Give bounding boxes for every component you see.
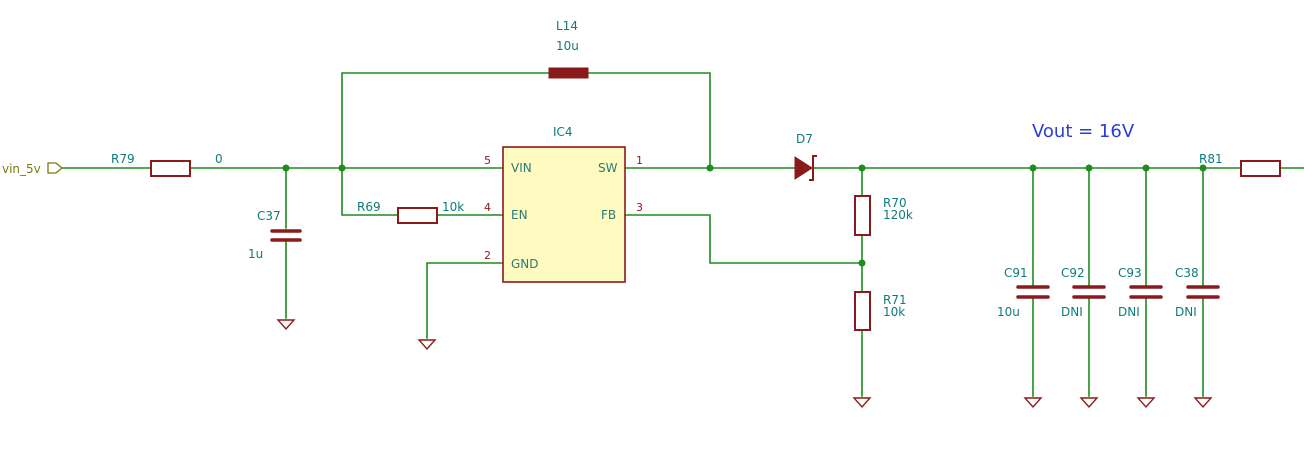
junction-dot	[706, 164, 714, 172]
r71-ref: R71	[883, 293, 907, 307]
c91-ref: C91	[1004, 266, 1028, 280]
resistor-r79[interactable]: R79 0	[111, 152, 223, 177]
junction-dot	[858, 259, 866, 267]
inductor-body	[548, 67, 589, 79]
diode-cathode	[809, 155, 817, 181]
resistor-r69[interactable]: R69 10k	[357, 200, 464, 224]
r69-ref: R69	[357, 200, 381, 214]
ground-icon	[1136, 397, 1156, 409]
ic-ref: IC4	[553, 125, 573, 139]
junction-dot	[282, 164, 290, 172]
c38-value: DNI	[1175, 305, 1197, 319]
ground-icon	[1193, 397, 1213, 409]
pin-number-vin: 5	[484, 154, 491, 167]
resistor-body	[854, 291, 871, 331]
junctions	[282, 164, 1207, 267]
junction-dot	[858, 164, 866, 172]
c38-ref: C38	[1175, 266, 1199, 280]
input-flag-icon	[47, 162, 64, 174]
wire-to-r69	[341, 167, 399, 216]
r71-value: 10k	[883, 305, 905, 319]
junction-dot	[1199, 164, 1207, 172]
junction-dot	[338, 164, 346, 172]
pin-number-en: 4	[484, 201, 491, 214]
resistor-body	[1240, 160, 1281, 177]
resistor-r81[interactable]: R81	[1199, 152, 1281, 177]
capacitor-c93[interactable]: C93 DNI	[1118, 266, 1163, 319]
c37-ref: C37	[257, 209, 281, 223]
r79-value: 0	[215, 152, 223, 166]
c93-ref: C93	[1118, 266, 1142, 280]
resistor-body	[150, 160, 191, 177]
pin-name-vin: VIN	[511, 161, 532, 175]
pin-number-fb: 3	[636, 201, 643, 214]
wire-from-l14-right	[587, 72, 711, 169]
ground-icon	[852, 397, 872, 409]
ground-icon	[276, 319, 296, 331]
ground-icon	[417, 339, 437, 351]
output-voltage-note: Vout = 16V	[1032, 121, 1135, 142]
junction-dot	[1029, 164, 1037, 172]
resistor-r70[interactable]: R70 120k	[854, 195, 913, 236]
wire-to-l14-left	[341, 72, 549, 169]
wire-ic-gnd	[426, 262, 504, 339]
diode-d7[interactable]: D7	[794, 132, 817, 181]
ic-ic4[interactable]: IC4 VIN EN GND SW FB 5 4 2 1 3	[484, 125, 643, 283]
junction-dot	[1142, 164, 1150, 172]
capacitor-c92[interactable]: C92 DNI	[1061, 266, 1106, 319]
junction-dot	[1085, 164, 1093, 172]
wires	[61, 72, 1304, 397]
capacitor-c37[interactable]: C37 1u	[248, 209, 302, 261]
net-label-vin: vin_5v	[2, 162, 64, 176]
c91-value: 10u	[997, 305, 1020, 319]
r69-value: 10k	[442, 200, 464, 214]
l14-ref: L14	[556, 19, 578, 33]
pin-name-sw: SW	[598, 161, 618, 175]
l14-value: 10u	[556, 39, 579, 53]
pin-number-gnd: 2	[484, 249, 491, 262]
r81-ref: R81	[1199, 152, 1223, 166]
ground-icon	[1079, 397, 1099, 409]
net-label-text: vin_5v	[2, 162, 41, 176]
c93-value: DNI	[1118, 305, 1140, 319]
resistor-body	[854, 195, 871, 236]
c92-ref: C92	[1061, 266, 1085, 280]
wire-fb	[624, 214, 863, 264]
d7-ref: D7	[796, 132, 813, 146]
ic-body	[502, 146, 626, 283]
r70-ref: R70	[883, 196, 907, 210]
pin-name-gnd: GND	[511, 257, 539, 271]
diode-triangle-icon	[794, 156, 813, 180]
r79-ref: R79	[111, 152, 135, 166]
c37-value: 1u	[248, 247, 263, 261]
ground-symbols	[276, 319, 1213, 409]
ground-icon	[1023, 397, 1043, 409]
c92-value: DNI	[1061, 305, 1083, 319]
capacitor-c38[interactable]: C38 DNI	[1175, 266, 1220, 319]
resistor-body	[397, 207, 438, 224]
pin-number-sw: 1	[636, 154, 643, 167]
inductor-l14[interactable]: L14 10u	[548, 19, 589, 79]
pin-name-en: EN	[511, 208, 528, 222]
pin-name-fb: FB	[601, 208, 616, 222]
resistor-r71[interactable]: R71 10k	[854, 291, 907, 331]
capacitor-c91[interactable]: C91 10u	[997, 266, 1050, 319]
r70-value: 120k	[883, 208, 913, 222]
